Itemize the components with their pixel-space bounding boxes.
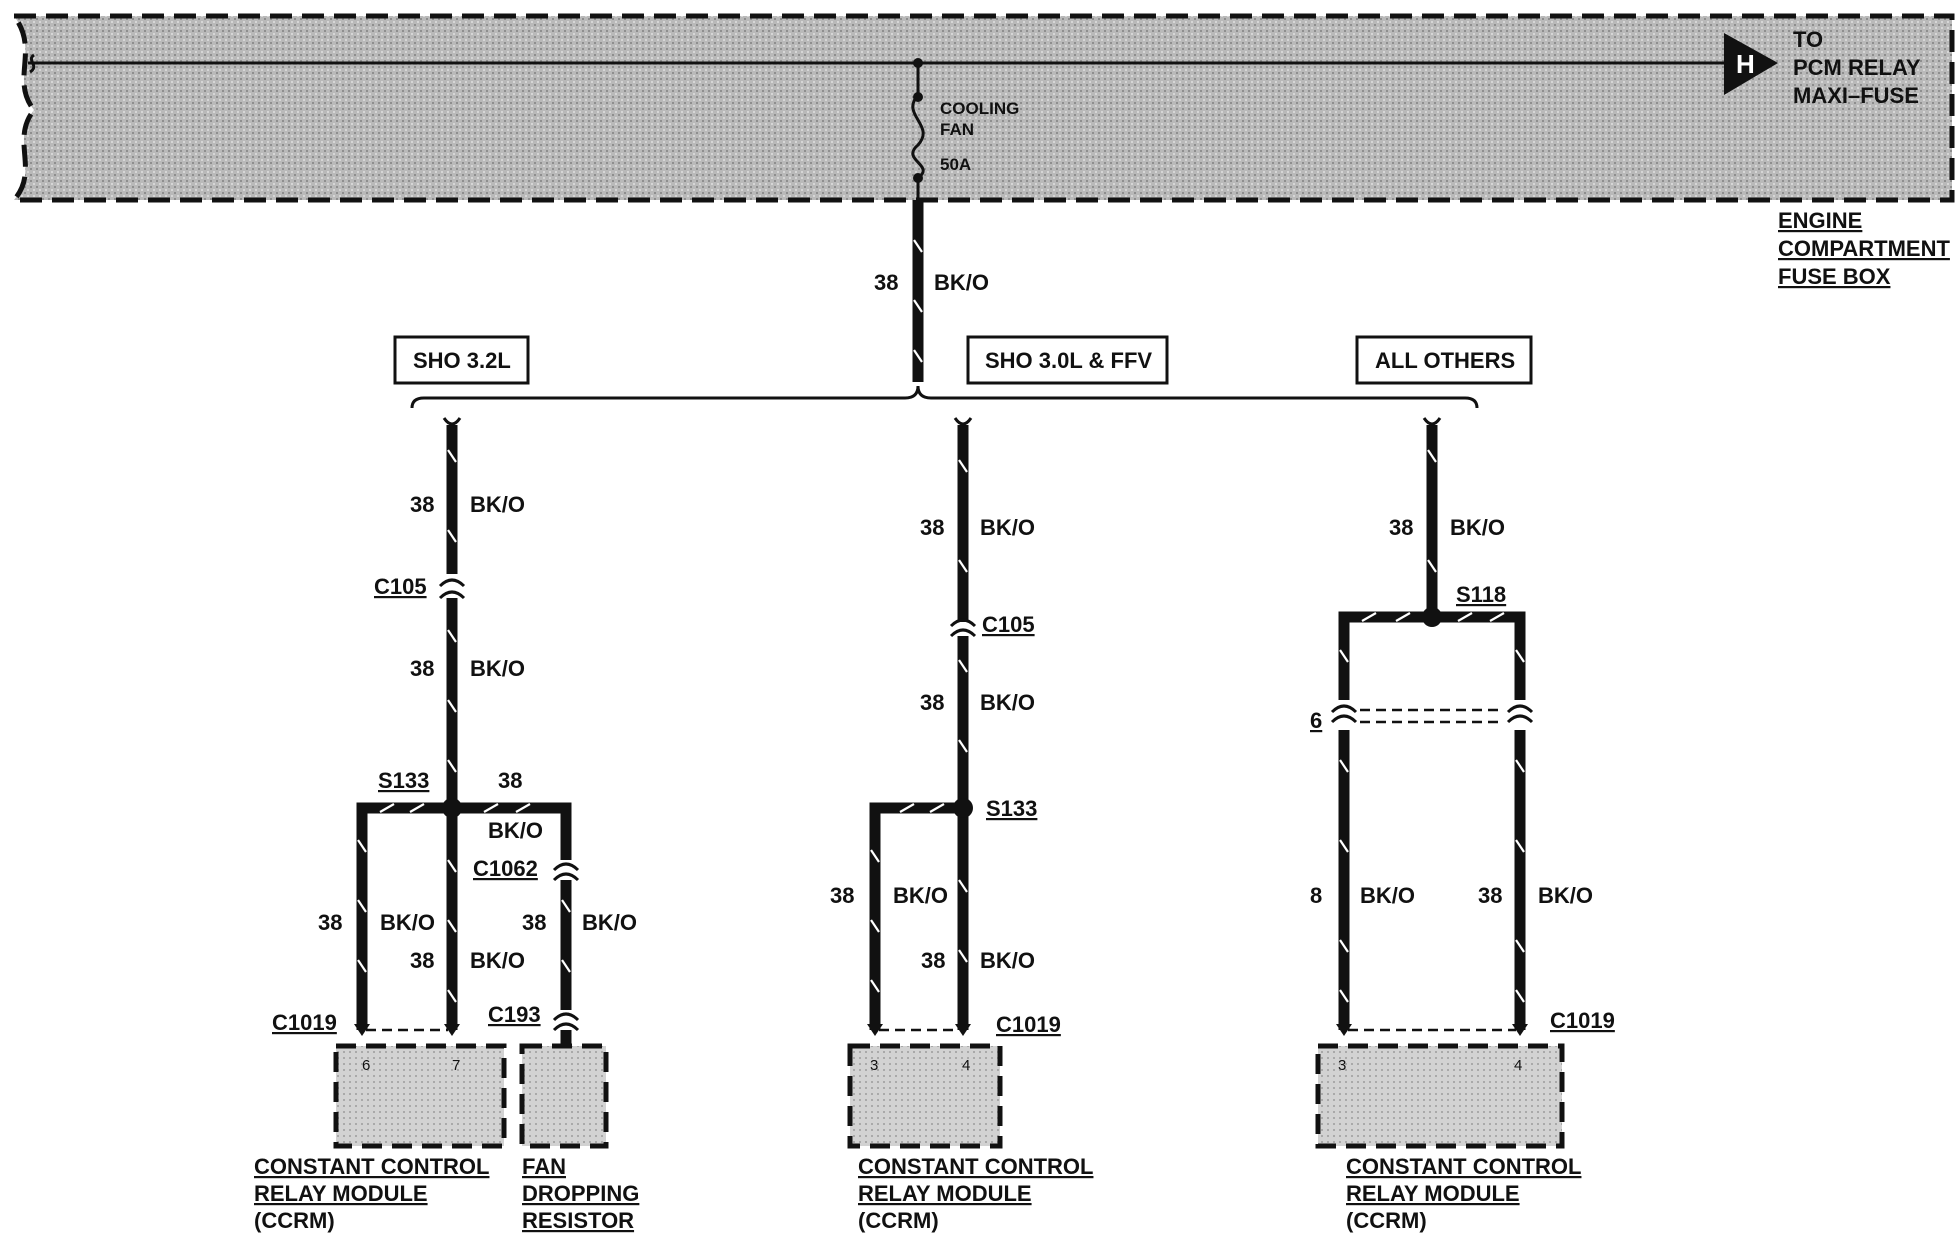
variant-label-all-others: ALL OTHERS [1355,335,1533,385]
sho30-wire2-color: BK/O [980,690,1035,715]
connector-h-arrow-icon [1724,33,1778,95]
others-pin-3: 3 [1338,1057,1346,1074]
engine-compartment-fuse-box: COOLING FAN 50A H TO PCM RELAY MAXI–FUSE… [8,13,1955,289]
others-module-name-line1: CONSTANT CONTROL [1346,1154,1581,1179]
resistor-name-line1: FAN [522,1154,566,1179]
variant-bracket [410,385,1479,409]
sho32-module-name-line1: CONSTANT CONTROL [254,1154,489,1179]
sho32-mid-circuit: 38 [410,948,434,973]
fuse-label-line1: COOLING [940,99,1019,118]
sho30-module-name-line2: RELAY MODULE [858,1181,1032,1206]
others-wire1-circuit: 38 [1389,515,1413,540]
sho30-ccrm-module [847,1043,1003,1149]
sho30-left-color: BK/O [893,883,948,908]
others-wire1-color: BK/O [1450,515,1505,540]
sho32-module-name-line3: (CCRM) [254,1208,335,1233]
sho32-wire1-color: BK/O [470,492,525,517]
variant-label-sho30: SHO 3.0L & FFV [966,335,1169,385]
others-module-name-line2: RELAY MODULE [1346,1181,1520,1206]
sho30-left-circuit: 38 [830,883,854,908]
others-right-circuit: 38 [1478,883,1502,908]
sho32-splice-right-color: BK/O [488,818,543,843]
sho32-module-name-line2: RELAY MODULE [254,1181,428,1206]
to-label-line3: MAXI–FUSE [1793,83,1919,108]
sho30-s133-splice: S133 [986,796,1037,821]
sho30-module-name-line1: CONSTANT CONTROL [858,1154,1093,1179]
others-pin-4: 4 [1514,1057,1522,1074]
sho32-c193-connector: C193 [488,1002,541,1027]
connector-letter: H [1736,49,1755,79]
svg-text:ALL OTHERS: ALL OTHERS [1375,348,1515,373]
sho32-pin-6: 6 [362,1057,370,1074]
others-left-circuit: 8 [1310,883,1322,908]
fuse-box-name-line2: COMPARTMENT [1778,236,1950,261]
others-c1019-connector: C1019 [1550,1008,1615,1033]
sho30-right-circuit: 38 [921,948,945,973]
sho32-c105-connector: C105 [374,574,427,599]
main-feed-circuit: 38 [874,270,898,295]
svg-text:SHO 3.2L: SHO 3.2L [413,348,511,373]
sho30-branch: 38 BK/O C105 38 BK/O S133 38 BK/O 38 BK/… [830,417,1093,1233]
others-branch: 38 BK/O S118 6 8 BK/O 38 BK/O C10 [1310,417,1615,1233]
sho32-mid-color: BK/O [470,948,525,973]
sho30-wire2-circuit: 38 [920,690,944,715]
others-module-name-line3: (CCRM) [1346,1208,1427,1233]
sho32-c1062-connector: C1062 [473,856,538,881]
fuse-rating: 50A [940,155,971,174]
sho32-wire1-circuit: 38 [410,492,434,517]
sho32-pin-7: 7 [452,1057,460,1074]
fan-dropping-resistor [519,1043,609,1149]
variant-label-sho32: SHO 3.2L [393,335,530,385]
sho32-c1019-connector: C1019 [272,1010,337,1035]
sho32-wire2-color: BK/O [470,656,525,681]
sho32-left-circuit: 38 [318,910,342,935]
fuse-label-line2: FAN [940,120,974,139]
sho30-wire1-color: BK/O [980,515,1035,540]
resistor-name-line3: RESISTOR [522,1208,634,1233]
resistor-name-line2: DROPPING [522,1181,639,1206]
sho32-branch: 38 BK/O C105 38 BK/O S133 38 BK/O 38 BK/… [254,417,639,1233]
others-right-color: BK/O [1538,883,1593,908]
sho30-right-color: BK/O [980,948,1035,973]
sho30-wire1-circuit: 38 [920,515,944,540]
main-feed-color: BK/O [934,270,989,295]
sho32-right-circuit: 38 [522,910,546,935]
others-s118-splice: S118 [1456,582,1506,607]
others-connector-pin: 6 [1310,708,1322,733]
main-feed-wire: 38 BK/O [874,200,989,382]
others-left-color: BK/O [1360,883,1415,908]
sho32-wire2-circuit: 38 [410,656,434,681]
sho32-ccrm-module [333,1043,507,1149]
sho30-pin-3: 3 [870,1057,878,1074]
sho30-pin-4: 4 [962,1057,970,1074]
sho32-s133-splice: S133 [378,768,429,793]
fuse-box-name-line3: FUSE BOX [1778,264,1891,289]
fuse-box-name-line1: ENGINE [1778,208,1862,233]
sho32-right-color: BK/O [582,910,637,935]
sho30-module-name-line3: (CCRM) [858,1208,939,1233]
sho30-c105-connector: C105 [982,612,1035,637]
sho32-left-color: BK/O [380,910,435,935]
sho30-c1019-connector: C1019 [996,1012,1061,1037]
to-label-line2: PCM RELAY [1793,55,1921,80]
to-label-line1: TO [1793,27,1823,52]
sho32-splice-right-circuit: 38 [498,768,522,793]
svg-text:SHO 3.0L & FFV: SHO 3.0L & FFV [985,348,1152,373]
others-ccrm-module [1315,1043,1565,1149]
